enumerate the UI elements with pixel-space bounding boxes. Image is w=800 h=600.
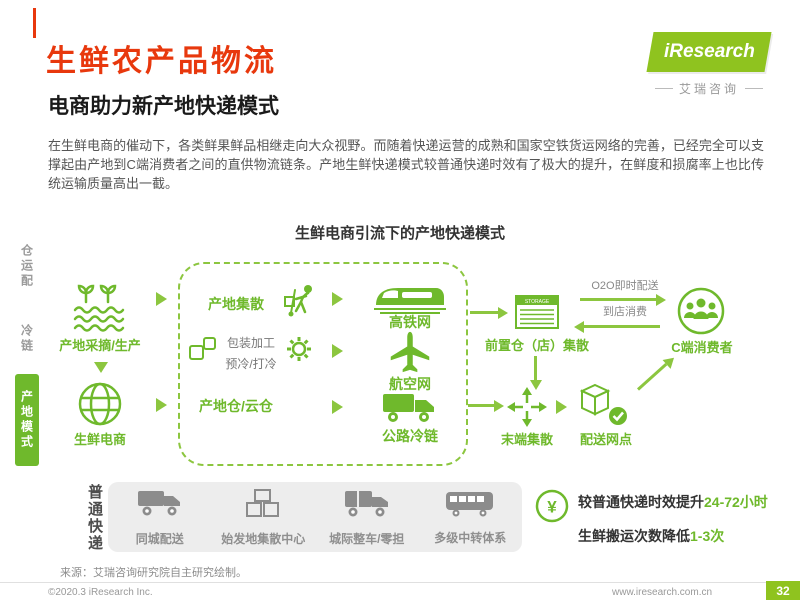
intercity-truck-icon: [344, 488, 390, 523]
express-step-transfer: 多级中转体系: [419, 489, 523, 546]
source-note: 来源：艾瑞咨询研究院自主研究绘制。: [60, 567, 247, 579]
globe-icon: [76, 380, 124, 433]
label-o2o-delivery: O2O即时配送: [591, 280, 659, 292]
express-step-label: 同城配送: [135, 531, 184, 546]
boxes-icon: [245, 488, 281, 523]
page-subtitle: 电商助力新产地快递模式: [48, 95, 279, 118]
label-c-consumer: C端消费者: [671, 340, 733, 355]
footer-divider: [0, 582, 800, 583]
stat-time-saving: 较普通快递时效提升24-72小时: [578, 492, 768, 512]
label-packaging: 包装加工: [226, 336, 275, 350]
label-road-coldchain: 公路冷链: [382, 428, 438, 444]
caption-line-right: [745, 88, 763, 89]
arrow-down-icon: [529, 356, 542, 390]
arrow-right-icon: [156, 292, 167, 306]
person-cart-icon: [282, 282, 318, 323]
logo-banner: iResearch: [646, 32, 772, 72]
scatter-arrows-icon: [506, 386, 548, 433]
express-step-origin-center: 始发地集散中心: [212, 488, 316, 547]
express-step-label: 多级中转体系: [434, 530, 507, 545]
package-icon: [188, 334, 218, 369]
train-icon: [372, 282, 448, 319]
arrow-right-icon: [580, 293, 666, 306]
arrow-right-icon: [556, 400, 567, 414]
arrow-up-right-icon: [636, 362, 668, 391]
stat-prefix: 较普通快递时效提升: [578, 494, 704, 510]
sidebar-item-cold-chain[interactable]: 冷链: [19, 324, 34, 354]
truck-icon: [382, 390, 438, 429]
stat-handling-reduction: 生鲜搬运次数降低1-3次: [578, 526, 724, 546]
arrow-right-icon: [332, 400, 343, 414]
label-hsr-network: 高铁网: [389, 314, 431, 330]
intro-paragraph: 在生鲜电商的催动下，各类鲜果鲜品相继走向大众视野。而随着快递运营的成熟和国家空铁…: [48, 138, 764, 191]
page-number-badge: 32: [766, 581, 800, 600]
express-step-label: 城际整车/零担: [329, 531, 405, 546]
logo-caption: 艾瑞咨询: [650, 80, 768, 97]
label-air-network: 航空网: [389, 376, 431, 392]
express-step-city: 同城配送: [108, 488, 212, 547]
caption-text: 艾瑞咨询: [678, 82, 739, 96]
arrow-right-icon: [332, 344, 343, 358]
arrow-left-icon: [574, 320, 660, 333]
sidebar-item-origin-mode[interactable]: 产地模式: [15, 374, 39, 466]
stat-highlight: 24-72小时: [704, 494, 768, 510]
stat-highlight: 1-3次: [690, 528, 725, 544]
yen-glyph: ¥: [547, 498, 557, 517]
bus-icon: [445, 489, 495, 522]
consumers-icon: [676, 286, 726, 341]
stat-prefix: 生鲜搬运次数降低: [578, 528, 690, 544]
gear-icon: [284, 334, 314, 369]
label-ordinary-express: 普通快递: [86, 484, 103, 552]
yen-icon: ¥: [534, 488, 570, 529]
label-delivery-station: 配送网点: [579, 432, 632, 447]
footer-copyright: ©2020.3 iResearch Inc.: [48, 587, 153, 598]
arrow-down-icon: [94, 362, 108, 373]
ordinary-express-bar: 同城配送 始发地集散中心 城际整: [108, 482, 522, 552]
label-precooling: 预冷/打冷: [225, 357, 277, 371]
city-truck-icon: [137, 488, 183, 523]
label-instore: 到店消费: [603, 306, 647, 318]
label-endpoint-distribution: 末端集散: [500, 432, 553, 447]
label-forward-warehouse: 前置仓（店）集散: [484, 338, 589, 353]
arrow-right-icon: [156, 398, 167, 412]
arrow-right-icon: [468, 399, 504, 412]
farm-icon: [72, 280, 128, 337]
sidebar-item-warehousing[interactable]: 仓运配: [19, 243, 34, 289]
label-origin-harvest: 产地采摘/生产: [59, 338, 141, 353]
page-title: 生鲜农产品物流: [46, 45, 277, 78]
accent-bar: [33, 8, 36, 38]
footer-website: www.iresearch.com.cn: [612, 587, 713, 598]
storage-icon: STORAGE: [514, 290, 560, 337]
brand-text: iResearch: [663, 41, 755, 62]
delivery-check-icon: [579, 382, 632, 435]
plane-icon: [388, 330, 432, 379]
diagram-title: 生鲜电商引流下的产地快递模式: [294, 225, 505, 242]
express-step-intercity: 城际整车/零担: [315, 488, 419, 547]
label-origin-warehouse: 产地仓/云仓: [199, 398, 273, 414]
arrow-right-icon: [470, 306, 508, 319]
label-origin-distribution: 产地集散: [208, 296, 264, 312]
label-fresh-ecommerce: 生鲜电商: [73, 432, 126, 447]
caption-line-left: [654, 88, 673, 89]
express-step-label: 始发地集散中心: [221, 531, 306, 546]
storage-text: STORAGE: [525, 299, 550, 305]
logo: iResearch 艾瑞咨询: [646, 32, 772, 97]
arrow-right-icon: [332, 292, 343, 306]
